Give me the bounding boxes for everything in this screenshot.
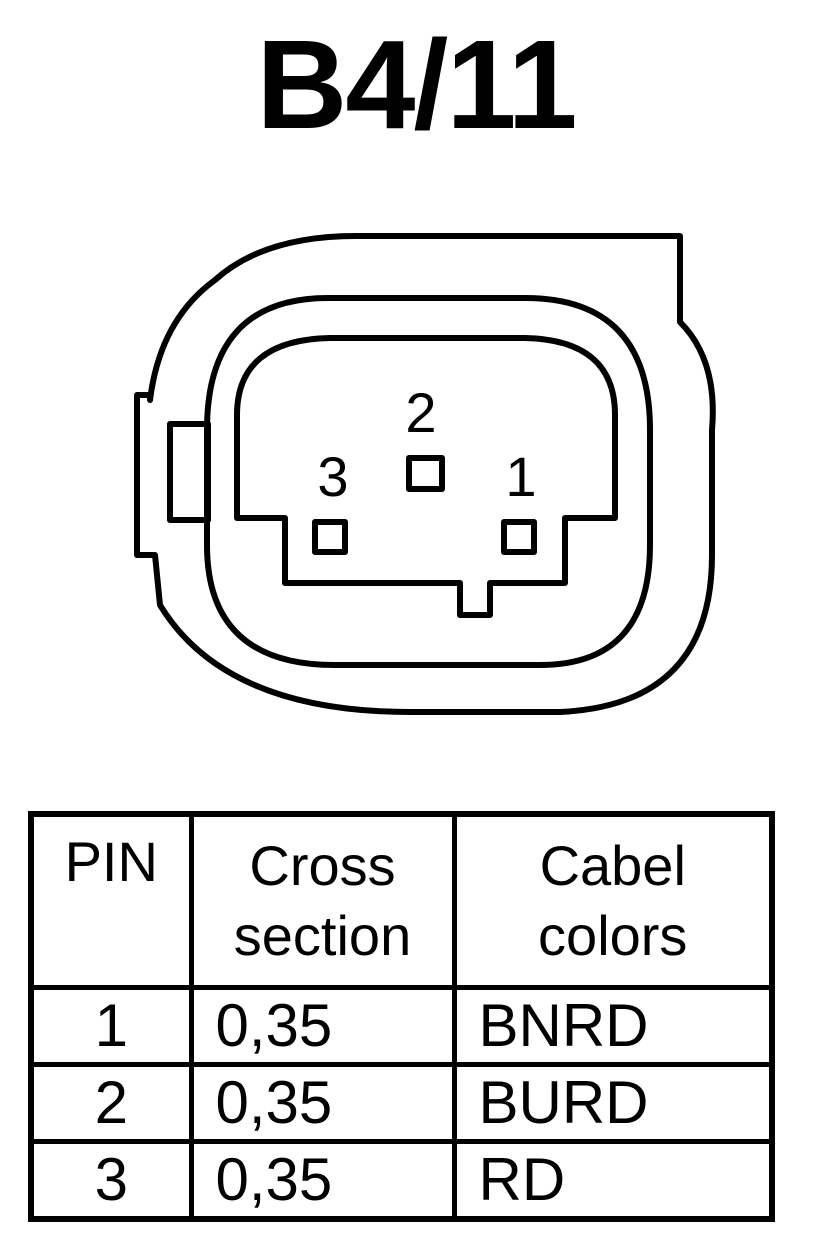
connector-pin-cavity [234,335,618,618]
header-cable-colors: Cabel colors [451,811,775,990]
row-cross-section: 0,35 [188,1062,457,1144]
pin-label-2: 2 [405,381,436,444]
row-cable-color: BURD [451,1062,775,1144]
row-cross-section: 0,35 [188,985,457,1067]
connector-inner-frame [204,295,653,668]
connector-housing-outline [134,232,716,715]
row-cross-section: 0,35 [188,1139,457,1222]
header-cable-colors-line-1: Cabel [539,834,686,897]
header-cross-section-line-2: section [233,904,412,967]
header-pin-label: PIN [64,830,158,893]
connector-diagram: 2 3 1 [134,232,716,715]
pin-terminal-3 [312,519,348,555]
connector-title: B4/11 [256,14,577,155]
pin-assignment-table: PIN Cross section Cabel colors 1 0,35 BN… [28,811,775,1222]
row-cable-color: BNRD [451,985,775,1067]
table-row: 3 0,35 RD [28,1139,775,1222]
table-row: 2 0,35 BURD [28,1062,775,1144]
header-cable-colors-line-2: colors [538,904,688,967]
table-header-row: PIN Cross section Cabel colors [28,811,775,990]
row-pin: 3 [28,1139,194,1222]
row-pin: 1 [28,985,194,1067]
table-row: 1 0,35 BNRD [28,985,775,1067]
header-cross-section-line-1: Cross [249,834,396,897]
connector-side-latch [167,421,211,523]
pin-label-3: 3 [317,445,348,508]
pin-label-1: 1 [505,445,536,508]
pin-terminal-2 [406,455,445,492]
row-pin: 2 [28,1062,194,1144]
pin-terminal-1 [501,519,537,555]
header-cross-section: Cross section [188,811,457,990]
row-cable-color: RD [451,1139,775,1222]
header-pin: PIN [28,811,194,990]
